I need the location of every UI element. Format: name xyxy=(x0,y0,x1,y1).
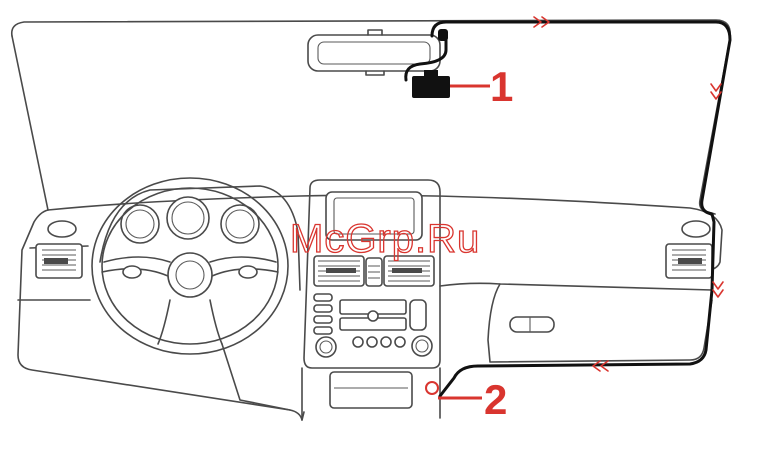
watermark-text: McGrp.Ru xyxy=(290,217,480,261)
callout-1-label: 1 xyxy=(490,63,513,110)
callout-2-label: 2 xyxy=(484,376,507,423)
glovebox-handle xyxy=(510,317,554,332)
storage-tray xyxy=(330,372,412,408)
left-speaker xyxy=(48,221,76,237)
glovebox xyxy=(440,283,712,362)
right-speaker xyxy=(682,221,710,237)
power-cable xyxy=(406,22,730,396)
rearview-mirror xyxy=(308,30,440,75)
power-socket xyxy=(426,382,438,394)
chevron-down-icon xyxy=(713,282,723,297)
center-console xyxy=(302,180,440,420)
direction-arrows xyxy=(534,17,723,371)
